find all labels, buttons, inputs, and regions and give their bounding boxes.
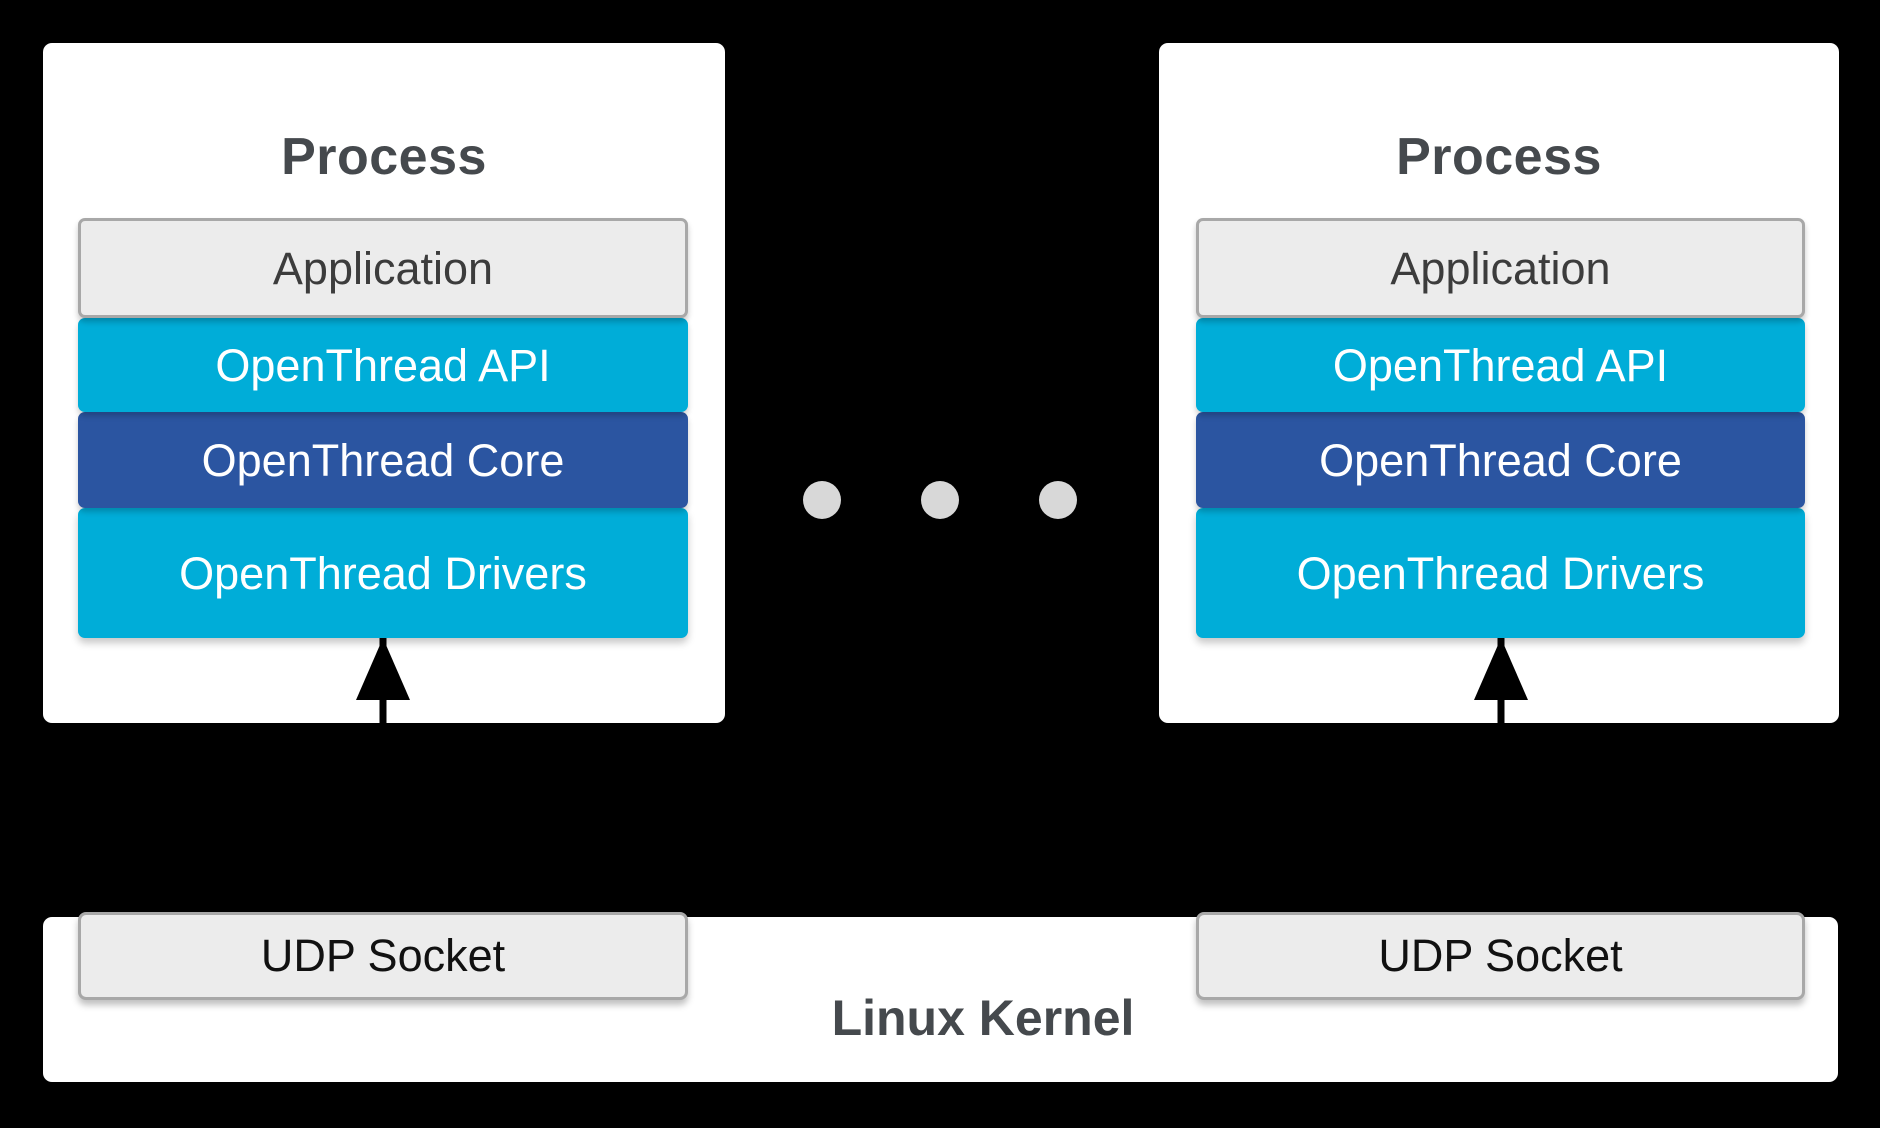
- layer-label: OpenThread API: [1332, 339, 1669, 391]
- process-title-right: Process: [1396, 128, 1602, 186]
- layer-openthread-api-right[interactable]: OpenThread API: [1196, 318, 1805, 412]
- layer-label: OpenThread Drivers: [179, 547, 587, 599]
- layer-label: Application: [1390, 242, 1611, 294]
- layer-label: Application: [272, 242, 494, 294]
- layer-openthread-drivers-left[interactable]: OpenThread Drivers: [78, 508, 688, 638]
- kernel-title: Linux Kernel: [831, 990, 1135, 1046]
- layer-label: OpenThread Core: [201, 434, 565, 486]
- udp-socket-label: UDP Socket: [260, 930, 506, 981]
- udp-socket-label: UDP Socket: [1378, 930, 1623, 981]
- ellipsis-dot-2: [921, 481, 959, 519]
- layer-label: OpenThread Drivers: [1296, 547, 1705, 599]
- layer-application-right[interactable]: Application: [1196, 218, 1805, 318]
- layer-openthread-core-left[interactable]: OpenThread Core: [78, 412, 688, 508]
- arrow-udp-to-drivers-right: [1474, 638, 1528, 723]
- udp-socket-right[interactable]: UDP Socket: [1196, 912, 1805, 1000]
- process-title-left: Process: [281, 128, 487, 186]
- layer-application-left[interactable]: Application: [78, 218, 688, 318]
- arrow-shaft: [379, 638, 387, 723]
- arrow-udp-to-drivers-left: [356, 638, 410, 723]
- layer-openthread-drivers-right[interactable]: OpenThread Drivers: [1196, 508, 1805, 638]
- arrow-shaft: [1497, 638, 1505, 723]
- ellipsis-dot-1: [803, 481, 841, 519]
- layer-openthread-api-left[interactable]: OpenThread API: [78, 318, 688, 412]
- layer-openthread-core-right[interactable]: OpenThread Core: [1196, 412, 1805, 508]
- ellipsis-dot-3: [1039, 481, 1077, 519]
- layer-label: OpenThread Core: [1319, 434, 1682, 486]
- udp-socket-left[interactable]: UDP Socket: [78, 912, 688, 1000]
- layer-label: OpenThread API: [215, 339, 551, 391]
